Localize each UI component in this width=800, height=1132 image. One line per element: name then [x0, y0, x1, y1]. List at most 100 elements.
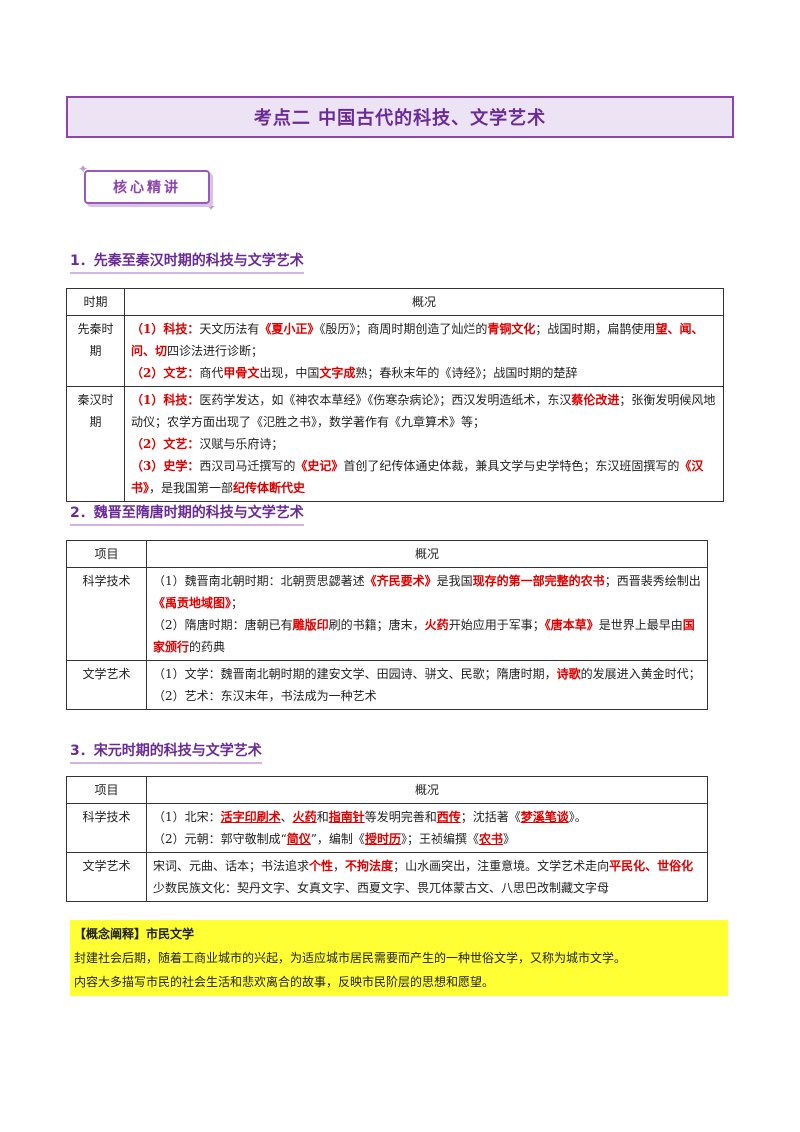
- column-header: 项目: [66, 540, 147, 568]
- content-line: 少数民族文化：契丹文字、女真文字、西夏文字、畏兀体蒙古文、八思巴改制藏文字母: [153, 877, 701, 899]
- content-line: （1）文学：魏晋南北朝时期的建安文学、田园诗、骈文、民歌；隋唐时期，诗歌的发展进…: [153, 663, 701, 685]
- text-segment: 首创了纪传体通史体裁，兼具文学与史学特色；东汉班固撰写的: [343, 459, 680, 473]
- table-header-row: 项目 概况: [66, 540, 708, 568]
- content-line: （3）史学：西汉司马迁撰写的《史记》首创了纪传体通史体裁，兼具文学与史学特色；东…: [131, 455, 717, 499]
- content-line: （2）文艺：汉赋与乐府诗；: [131, 433, 717, 455]
- table-song-yuan: 项目 概况 科学技术（1）北宋：活字印刷术、火药和指南针等发明完善和西传；沈括著…: [66, 776, 708, 902]
- text-segment: 商代: [199, 366, 224, 380]
- highlighted-term: 个性: [309, 859, 334, 873]
- highlighted-term: 《齐民要术》: [364, 574, 437, 588]
- highlighted-term: 火药: [292, 810, 317, 824]
- highlighted-term: 青铜文化: [487, 322, 536, 336]
- highlighted-term: 《禹贡地域图》: [153, 596, 232, 610]
- highlighted-term: 指南针: [328, 810, 365, 824]
- section-heading: 2．魏晋至隋唐时期的科技与文学艺术: [70, 502, 304, 526]
- concept-line: 封建社会后期，随着工商业城市的兴起，为适应城市居民需要而产生的一种世俗文学，又称…: [74, 951, 627, 965]
- text-segment: 天文历法有: [199, 322, 260, 336]
- concept-explanation-box: 【概念阐释】市民文学 封建社会后期，随着工商业城市的兴起，为适应城市居民需要而产…: [70, 920, 728, 996]
- text-segment: 《殷历》；商周时期创造了灿烂的: [319, 322, 488, 336]
- core-badge-frame: 核心精讲: [84, 170, 210, 204]
- highlighted-term: 火药: [424, 618, 449, 632]
- text-segment: 是世界上最早由: [598, 618, 683, 632]
- row-label: 文学艺术: [66, 660, 147, 710]
- text-segment: ；: [231, 596, 244, 610]
- highlighted-term: 文字成: [319, 366, 356, 380]
- table-header-row: 时期 概况: [66, 288, 724, 316]
- highlighted-term: 望、闻、问、切: [131, 322, 704, 358]
- content-line: （2）文艺：商代甲骨文出现，中国文字成熟；春秋末年的《诗经》；战国时期的楚辞: [131, 362, 717, 384]
- text-segment: 医药学发达，如《神农本草经》《伤寒杂病论》；西汉发明造纸术，东汉: [199, 393, 572, 407]
- row-label: 科学技术: [66, 803, 147, 853]
- column-header: 概况: [146, 776, 708, 804]
- row-label: 先秦时期: [66, 315, 125, 387]
- highlighted-term: 国家颁行: [153, 618, 695, 654]
- content-line: （1）科技：天文历法有《夏小正》《殷历》；商周时期创造了灿烂的青铜文化；战国时期…: [131, 318, 717, 362]
- text-segment: 熟；春秋末年的《诗经》；战国时期的楚辞: [355, 366, 578, 380]
- table-row: 先秦时期（1）科技：天文历法有《夏小正》《殷历》；商周时期创造了灿烂的青铜文化；…: [66, 315, 724, 387]
- text-segment: （2）艺术：东汉末年，书法成为一种艺术: [153, 689, 377, 703]
- table-row: 文学艺术宋词、元曲、话本；书法追求个性，不拘法度；山水画突出，注重意境。文学艺术…: [66, 852, 708, 902]
- text-segment: 西汉司马迁撰写的: [199, 459, 296, 473]
- text-segment: 是我国: [436, 574, 473, 588]
- highlighted-term: 不拘法度: [345, 859, 394, 873]
- text-segment: 四诊法进行诊断；: [167, 344, 264, 358]
- section-heading: 3．宋元时期的科技与文学艺术: [70, 740, 262, 764]
- table-row: 秦汉时期（1）科技：医药学发达，如《神农本草经》《伤寒杂病论》；西汉发明造纸术，…: [66, 386, 724, 502]
- sparkle-icon: ✦: [206, 200, 217, 214]
- highlighted-term: （3）史学：: [131, 459, 200, 473]
- highlighted-term: 梦溪笔谈: [520, 810, 569, 824]
- highlighted-term: 《汉书》: [131, 459, 704, 495]
- column-header: 概况: [124, 288, 724, 316]
- text-segment: 》。: [568, 810, 587, 824]
- core-badge-label: 核心精讲: [113, 180, 181, 196]
- text-segment: （1）文学：魏晋南北朝时期的建安文学、田园诗、骈文、民歌；隋唐时期，: [153, 667, 557, 681]
- row-content: （1）魏晋南北朝时期：北朝贾思勰著述《齐民要术》是我国现存的第一部完整的农书；西…: [146, 567, 708, 661]
- row-label: 秦汉时期: [66, 386, 125, 502]
- row-content: （1）北宋：活字印刷术、火药和指南针等发明完善和西传；沈括著《梦溪笔谈》。（2）…: [146, 803, 708, 853]
- concept-line: 内容大多描写市民的社会生活和悲欢离合的故事，反映市民阶层的思想和愿望。: [74, 975, 495, 989]
- text-segment: ”，编制《: [310, 832, 365, 846]
- text-segment: （1）北宋：: [153, 810, 221, 824]
- content-line: （1）魏晋南北朝时期：北朝贾思勰著述《齐民要术》是我国现存的第一部完整的农书；西…: [153, 570, 701, 614]
- text-segment: 少数民族文化：契丹文字、女真文字、西夏文字、畏兀体蒙古文、八思巴改制藏文字母: [153, 881, 610, 895]
- section-heading: 1．先秦至秦汉时期的科技与文学艺术: [70, 250, 304, 274]
- table-wei-jin-sui-tang: 项目 概况 科学技术（1）魏晋南北朝时期：北朝贾思勰著述《齐民要术》是我国现存的…: [66, 540, 708, 710]
- text-segment: （2）元朝：郭守敬制成“: [153, 832, 287, 846]
- text-segment: 的发展进入黄金时代；: [580, 667, 701, 681]
- table-row: 科学技术（1）北宋：活字印刷术、火药和指南针等发明完善和西传；沈括著《梦溪笔谈》…: [66, 803, 708, 853]
- highlighted-term: 西传: [436, 810, 461, 824]
- highlighted-term: 《唐本草》: [544, 618, 599, 632]
- row-label: 科学技术: [66, 567, 147, 661]
- table-pre-qin-han: 时期 概况 先秦时期（1）科技：天文历法有《夏小正》《殷历》；商周时期创造了灿烂…: [66, 288, 724, 502]
- text-segment: 宋词、元曲、话本；书法追求: [153, 859, 310, 873]
- row-label: 文学艺术: [66, 852, 147, 902]
- text-segment: 的药典: [189, 640, 226, 654]
- text-segment: ；张衡发明候风地动仪；农学方面出现了《氾胜之书》，数学著作有《九章算术》等；: [131, 393, 716, 429]
- core-badge: ✦ ✦ 核心精讲: [78, 162, 216, 214]
- text-segment: ；西晋裴秀绘制出: [604, 574, 701, 588]
- highlighted-term: 《史记》: [295, 459, 344, 473]
- text-segment: 和: [316, 810, 329, 824]
- content-line: （1）科技：医药学发达，如《神农本草经》《伤寒杂病论》；西汉发明造纸术，东汉蔡伦…: [131, 389, 717, 433]
- row-content: （1）科技：天文历法有《夏小正》《殷历》；商周时期创造了灿烂的青铜文化；战国时期…: [124, 315, 724, 387]
- text-segment: （1）魏晋南北朝时期：北朝贾思勰著述: [153, 574, 365, 588]
- topic-title: 考点二 中国古代的科技、文学艺术: [253, 108, 547, 129]
- highlighted-term: 蔡伦改进: [571, 393, 620, 407]
- text-segment: ；沈括著《: [460, 810, 521, 824]
- text-segment: 出现，中国: [259, 366, 320, 380]
- table-row: 文学艺术 （1）文学：魏晋南北朝时期的建安文学、田园诗、骈文、民歌；隋唐时期，诗歌…: [66, 660, 708, 710]
- text-segment: ；山水画突出，注重意境。文学艺术走向: [393, 859, 610, 873]
- highlighted-term: 现存的第一部完整的农书: [472, 574, 605, 588]
- text-segment: ，是我国第一部: [149, 481, 234, 495]
- highlighted-term: 农书: [478, 832, 503, 846]
- row-content: （1）科技：医药学发达，如《神农本草经》《伤寒杂病论》；西汉发明造纸术，东汉蔡伦…: [124, 386, 724, 502]
- row-content: （1）文学：魏晋南北朝时期的建安文学、田园诗、骈文、民歌；隋唐时期，诗歌的发展进…: [146, 660, 708, 710]
- column-header: 时期: [66, 288, 125, 316]
- highlighted-term: 诗歌: [556, 667, 581, 681]
- highlighted-term: 活字印刷术: [220, 810, 281, 824]
- highlighted-term: （1）科技：: [131, 322, 200, 336]
- text-segment: ；战国时期，扁鹊使用: [535, 322, 656, 336]
- highlighted-term: （2）文艺：: [131, 437, 200, 451]
- content-line: 宋词、元曲、话本；书法追求个性，不拘法度；山水画突出，注重意境。文学艺术走向平民…: [153, 855, 701, 877]
